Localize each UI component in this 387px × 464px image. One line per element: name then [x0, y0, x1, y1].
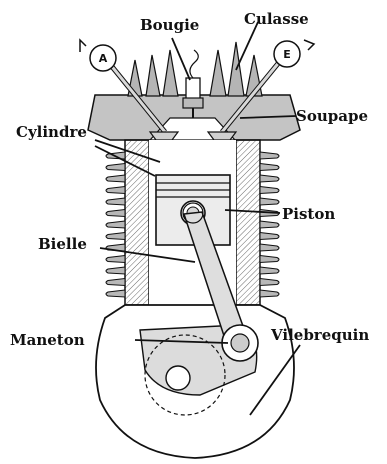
fin-left: [106, 175, 125, 182]
intake-valve-letter: A: [99, 52, 108, 65]
fins-right: [260, 152, 279, 297]
fin-right: [260, 175, 279, 182]
fin-left: [106, 164, 125, 171]
fin-left: [106, 221, 125, 228]
fin-right: [260, 164, 279, 171]
fin-right: [260, 152, 279, 159]
crankcase: [96, 305, 294, 458]
fin-right: [260, 279, 279, 286]
fin-left: [106, 290, 125, 297]
label-cylindre: Cylindre: [16, 123, 87, 141]
fin-right: [260, 233, 279, 240]
intake-arrow-icon: [80, 40, 86, 52]
fin-left: [106, 256, 125, 263]
fin-left: [106, 233, 125, 240]
fin-left: [106, 279, 125, 286]
fin-right: [260, 290, 279, 297]
fin-right: [260, 267, 279, 274]
label-soupape: Soupape: [296, 107, 368, 125]
fin-right: [260, 187, 279, 194]
crankpin: [231, 334, 249, 352]
crankshaft-center: [166, 366, 190, 390]
fins-left: [106, 152, 125, 297]
label-culasse: Culasse: [244, 10, 309, 28]
fin-left: [106, 187, 125, 194]
fin-left: [106, 210, 125, 217]
fin-left: [106, 267, 125, 274]
label-vilebrequin: Vilebrequin: [270, 326, 369, 344]
fin-right: [260, 244, 279, 251]
label-bielle: Bielle: [38, 235, 87, 253]
exhaust-arrow-icon: [304, 40, 314, 50]
spark-plug: [183, 50, 203, 118]
label-piston: Piston: [282, 205, 335, 223]
label-maneton: Maneton: [10, 331, 85, 349]
fin-right: [260, 256, 279, 263]
label-bougie: Bougie: [140, 16, 199, 34]
exhaust-valve-letter: E: [283, 48, 291, 61]
fin-left: [106, 198, 125, 205]
spark-wire-icon: [190, 50, 198, 78]
fin-right: [260, 221, 279, 228]
fin-right: [260, 198, 279, 205]
